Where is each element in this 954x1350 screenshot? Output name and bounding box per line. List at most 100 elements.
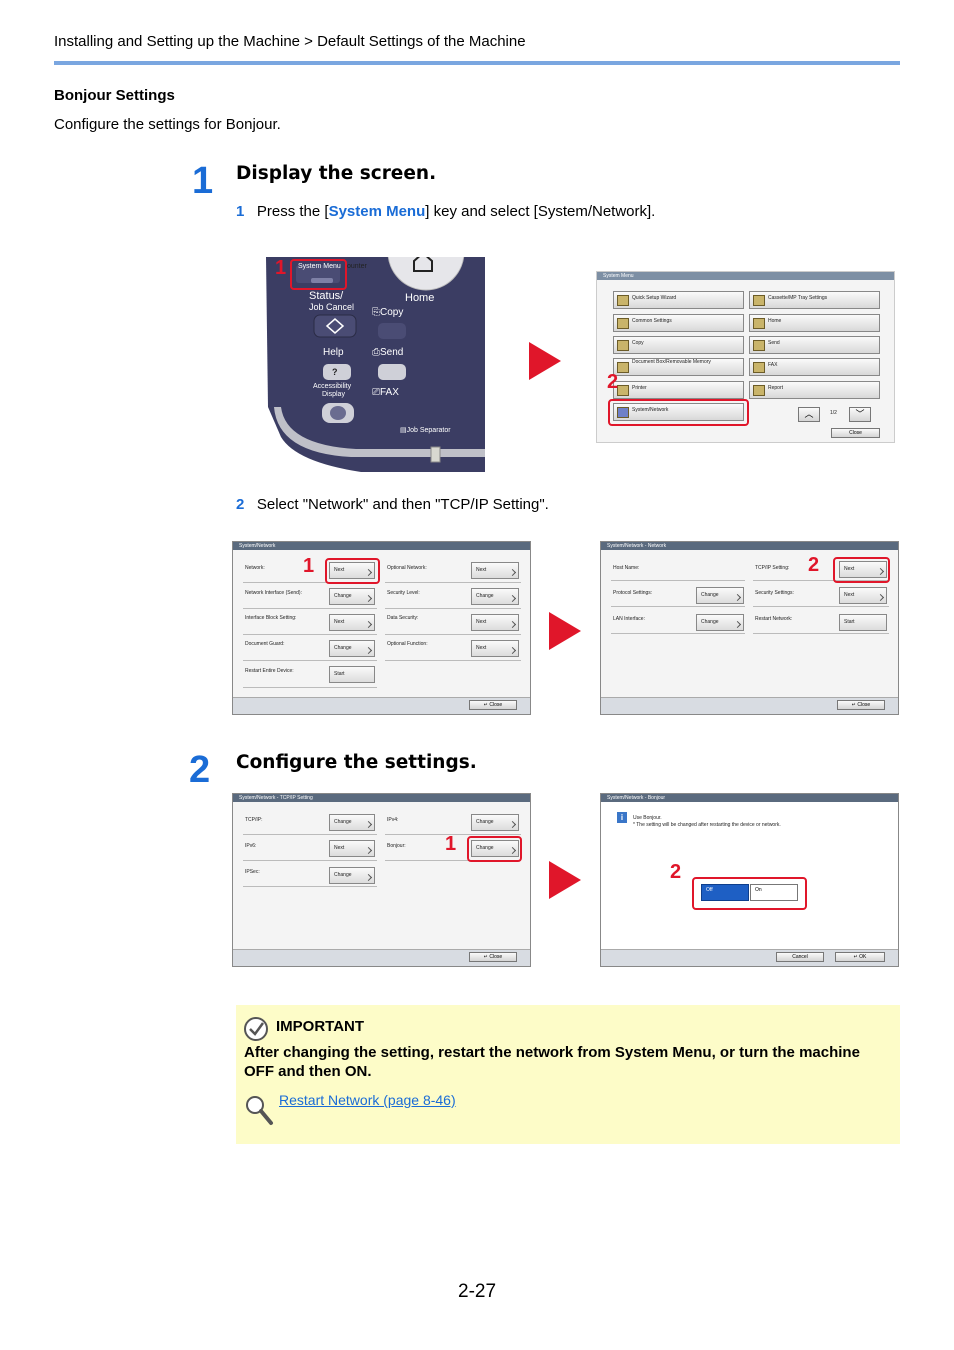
scroll-down-button[interactable]: ﹀ (849, 407, 871, 422)
tcpip-change-button[interactable]: Change (329, 814, 375, 831)
divider (385, 834, 521, 835)
close-button[interactable]: ↵ Close (837, 700, 885, 710)
optional-function-next-button[interactable]: Next (471, 640, 519, 657)
protocol-settings-change-button[interactable]: Change (696, 587, 744, 604)
next-arrow-icon (529, 342, 561, 380)
network-settings-screen: System/Network - Network Host Name: Prot… (600, 541, 899, 715)
system-network-screen: System/Network Network: Next Network Int… (232, 541, 531, 715)
system-menu-highlight (290, 259, 347, 290)
system-menu-key[interactable]: System Menu (298, 263, 341, 270)
report-button[interactable]: Report (749, 381, 880, 399)
important-label: IMPORTANT (276, 1018, 365, 1035)
cancel-button[interactable]: Cancel (776, 952, 824, 962)
divider (385, 860, 521, 861)
screen-footer (233, 697, 530, 714)
button-label: Home (768, 318, 782, 324)
divider (753, 580, 889, 581)
important-box (236, 1005, 900, 1144)
ipv6-next-button[interactable]: Next (329, 840, 375, 857)
ipv4-change-button[interactable]: Change (471, 814, 519, 831)
section-title: Bonjour Settings (54, 87, 175, 104)
tcpip-label: TCP/IP: (245, 817, 263, 823)
security-level-change-button[interactable]: Change (471, 588, 519, 605)
tray-icon (753, 295, 765, 306)
screen-footer (601, 697, 898, 714)
security-settings-next-button[interactable]: Next (839, 587, 887, 604)
substep-number: 1 (236, 203, 245, 220)
network-interface-change-button[interactable]: Change (329, 588, 375, 605)
scroll-up-button[interactable]: ︿ (798, 407, 820, 422)
ipsec-change-button[interactable]: Change (329, 867, 375, 884)
bonjour-label: Bonjour: (387, 843, 406, 849)
callout-number: 2 (670, 861, 682, 883)
send-icon (753, 340, 765, 351)
step-heading-1: Display the screen. (236, 163, 437, 184)
divider (385, 582, 521, 583)
step-number-2: 2 (189, 749, 211, 791)
substep-text: Select "Network" and then "TCP/IP Settin… (256, 496, 549, 513)
document-box-button[interactable]: Document Box/Removable Memory (613, 358, 744, 376)
help-key-label: Help (323, 347, 344, 358)
close-button[interactable]: Close (831, 428, 880, 438)
bonjour-screen: System/Network - Bonjour i Use Bonjour. … (600, 793, 899, 967)
document-guard-change-button[interactable]: Change (329, 640, 375, 657)
screen-title: System/Network (233, 542, 530, 550)
tcpip-setting-next-button[interactable]: Next (839, 561, 887, 578)
cassette-mp-tray-button[interactable]: Cassette/MP Tray Settings (749, 291, 880, 309)
network-icon (617, 407, 629, 418)
interface-block-label: Interface Block Setting: (245, 615, 297, 621)
send-key-label: Send (380, 347, 404, 358)
optional-network-label: Optional Network: (387, 565, 427, 571)
divider (243, 582, 377, 583)
close-button[interactable]: ↵ Close (469, 952, 517, 962)
restart-device-start-button[interactable]: Start (329, 666, 375, 683)
bonjour-change-button[interactable]: Change (471, 840, 519, 857)
counter-key[interactable]: ounter (347, 263, 367, 270)
on-option-button[interactable]: On (750, 884, 798, 901)
restart-network-start-button[interactable]: Start (839, 614, 887, 631)
ipv6-label: IPv6: (245, 843, 257, 849)
send-button[interactable]: Send (749, 336, 880, 354)
substep-1-1: 1 Press the [System Menu] key and select… (236, 203, 655, 220)
lan-interface-change-button[interactable]: Change (696, 614, 744, 631)
ok-button[interactable]: ↵ OK (835, 952, 885, 962)
copy-button[interactable]: Copy (613, 336, 744, 354)
report-icon (753, 385, 765, 396)
screen-title: System/Network - TCP/IP Setting (233, 794, 530, 802)
network-interface-send-label: Network Interface (Send): (245, 590, 302, 596)
close-label: Close (489, 702, 503, 708)
fax-button[interactable]: FAX (749, 358, 880, 376)
accessibility-key-label: Accessibility (313, 383, 352, 390)
off-option-button[interactable]: Off (701, 884, 749, 901)
close-button[interactable]: ↵ Close (469, 700, 517, 710)
optional-network-next-button[interactable]: Next (471, 562, 519, 579)
button-label: Common Settings (632, 318, 672, 324)
printer-button[interactable]: Printer (613, 381, 744, 399)
checkmark-icon (244, 1017, 268, 1041)
breadcrumb: Installing and Setting up the Machine > … (54, 33, 526, 50)
close-label: Close (857, 702, 871, 708)
system-menu-screen: System Menu Quick Setup Wizard Cassette/… (596, 271, 895, 443)
home-key[interactable]: Home (405, 292, 435, 304)
network-next-button[interactable]: Next (329, 562, 375, 579)
restart-network-link[interactable]: Restart Network (page 8-46) (279, 1092, 456, 1108)
quick-setup-wizard-button[interactable]: Quick Setup Wizard (613, 291, 744, 309)
substep-1-2: 2 Select "Network" and then "TCP/IP Sett… (236, 496, 549, 513)
network-highlight (325, 558, 380, 584)
magnifier-icon (244, 1094, 274, 1126)
data-security-next-button[interactable]: Next (471, 614, 519, 631)
send-key[interactable]: ⎙Send (372, 347, 404, 358)
printer-icon (617, 385, 629, 396)
fax-key[interactable]: ⎚FAX (372, 387, 399, 398)
data-security-label: Data Security: (387, 615, 419, 621)
copy-key[interactable]: ⎘Copy (372, 307, 404, 318)
home-button[interactable]: Home (749, 314, 880, 332)
common-settings-button[interactable]: Common Settings (613, 314, 744, 332)
header-rule (54, 61, 900, 65)
system-network-button[interactable]: System/Network (613, 403, 744, 421)
copy-icon (617, 340, 629, 351)
divider (243, 687, 377, 688)
interface-block-next-button[interactable]: Next (329, 614, 375, 631)
display-key-label: Display (322, 391, 345, 398)
help-key[interactable]: ? (332, 367, 338, 377)
